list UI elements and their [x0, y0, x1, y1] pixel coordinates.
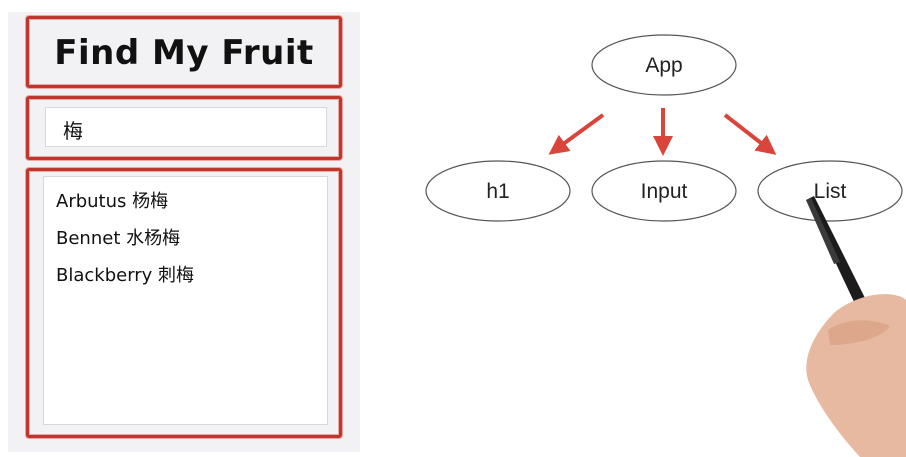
app-mockup: Find My Fruit 梅 Arbutus 杨梅 Bennet 水杨梅 Bl…: [8, 12, 360, 452]
arrow-app-to-list: [723, 113, 777, 155]
search-input[interactable]: 梅: [45, 107, 327, 147]
list-item: Arbutus 杨梅: [56, 191, 169, 212]
input-highlight-box: 梅: [26, 96, 342, 160]
title-highlight-box: Find My Fruit: [26, 16, 342, 88]
node-input: Input: [591, 160, 737, 222]
arrow-app-to-h1: [548, 113, 605, 155]
page-title: Find My Fruit: [54, 33, 314, 73]
node-app: App: [591, 34, 737, 96]
node-list: List: [757, 160, 903, 222]
node-input-label: Input: [641, 180, 688, 203]
list-highlight-box: Arbutus 杨梅 Bennet 水杨梅 Blackberry 刺梅: [26, 168, 342, 438]
results-list: Arbutus 杨梅 Bennet 水杨梅 Blackberry 刺梅: [43, 176, 328, 425]
node-app-label: App: [645, 54, 682, 77]
node-h1-label: h1: [486, 180, 509, 203]
hand: [806, 294, 906, 457]
node-h1: h1: [425, 160, 571, 222]
node-list-label: List: [814, 180, 847, 203]
list-item: Bennet 水杨梅: [56, 228, 181, 249]
list-item: Blackberry 刺梅: [56, 265, 195, 286]
